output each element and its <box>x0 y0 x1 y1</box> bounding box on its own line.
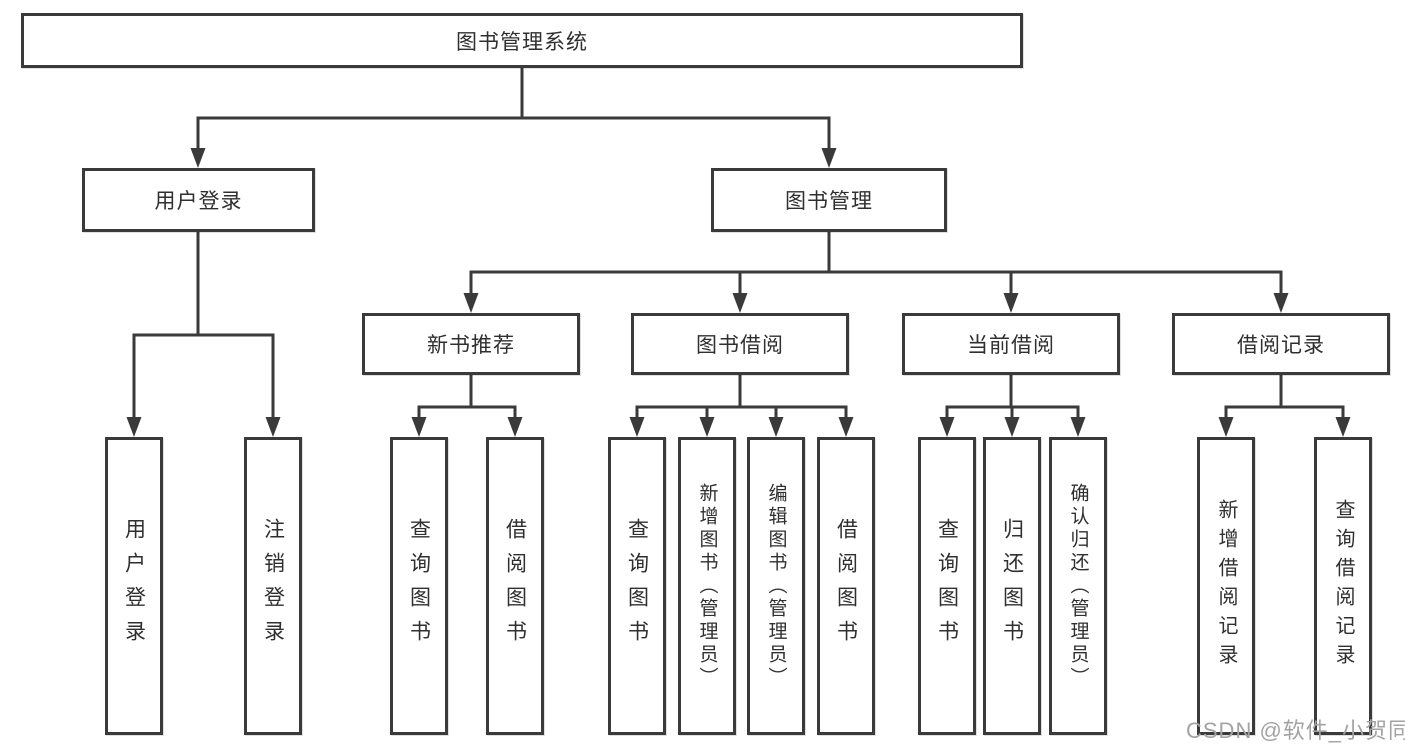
node-user-login: 用户登录 <box>82 168 315 232</box>
leaf-return-book-label: 归还图书 <box>1000 518 1024 654</box>
leaf-borrow-book-label: 借阅图书 <box>834 518 858 654</box>
leaf-confirm-return-admin-label: 确认归还（管理员） <box>1067 482 1089 690</box>
leaf-edit-book-admin-label: 编辑图书（管理员） <box>765 482 787 690</box>
node-new-book-recommend: 新书推荐 <box>362 313 580 375</box>
node-book-management: 图书管理 <box>711 168 947 232</box>
leaf-add-book-admin: 新增图书（管理员） <box>678 437 736 735</box>
leaf-add-borrow-record: 新增借阅记录 <box>1197 437 1255 735</box>
leaf-query-book-borrowing-label: 查询图书 <box>625 518 649 654</box>
leaf-edit-book-admin: 编辑图书（管理员） <box>747 437 805 735</box>
leaf-query-book-recommend: 查询图书 <box>390 437 448 735</box>
leaf-add-borrow-record-label: 新增借阅记录 <box>1215 499 1237 673</box>
node-book-borrowing: 图书借阅 <box>631 313 849 375</box>
csdn-watermark: CSDN @软件_小贺同学 <box>1186 718 1405 743</box>
leaf-borrow-book-recommend-label: 借阅图书 <box>503 518 527 654</box>
node-borrow-records: 借阅记录 <box>1172 313 1390 375</box>
leaf-return-book: 归还图书 <box>983 437 1041 735</box>
leaf-logout: 注销登录 <box>244 437 302 735</box>
leaf-query-book-current-label: 查询图书 <box>935 518 959 654</box>
node-root-library-system: 图书管理系统 <box>21 13 1023 68</box>
leaf-user-login-label: 用户登录 <box>122 518 146 654</box>
leaf-borrow-book-recommend: 借阅图书 <box>486 437 544 735</box>
leaf-logout-label: 注销登录 <box>261 518 285 654</box>
leaf-confirm-return-admin: 确认归还（管理员） <box>1049 437 1107 735</box>
leaf-borrow-book: 借阅图书 <box>817 437 875 735</box>
leaf-query-book-recommend-label: 查询图书 <box>407 518 431 654</box>
node-current-borrowing: 当前借阅 <box>902 313 1120 375</box>
leaf-query-book-borrowing: 查询图书 <box>608 437 666 735</box>
leaf-query-borrow-record: 查询借阅记录 <box>1314 437 1372 735</box>
leaf-user-login: 用户登录 <box>105 437 163 735</box>
leaf-add-book-admin-label: 新增图书（管理员） <box>696 482 718 690</box>
leaf-query-book-current: 查询图书 <box>918 437 976 735</box>
leaf-query-borrow-record-label: 查询借阅记录 <box>1332 499 1354 673</box>
